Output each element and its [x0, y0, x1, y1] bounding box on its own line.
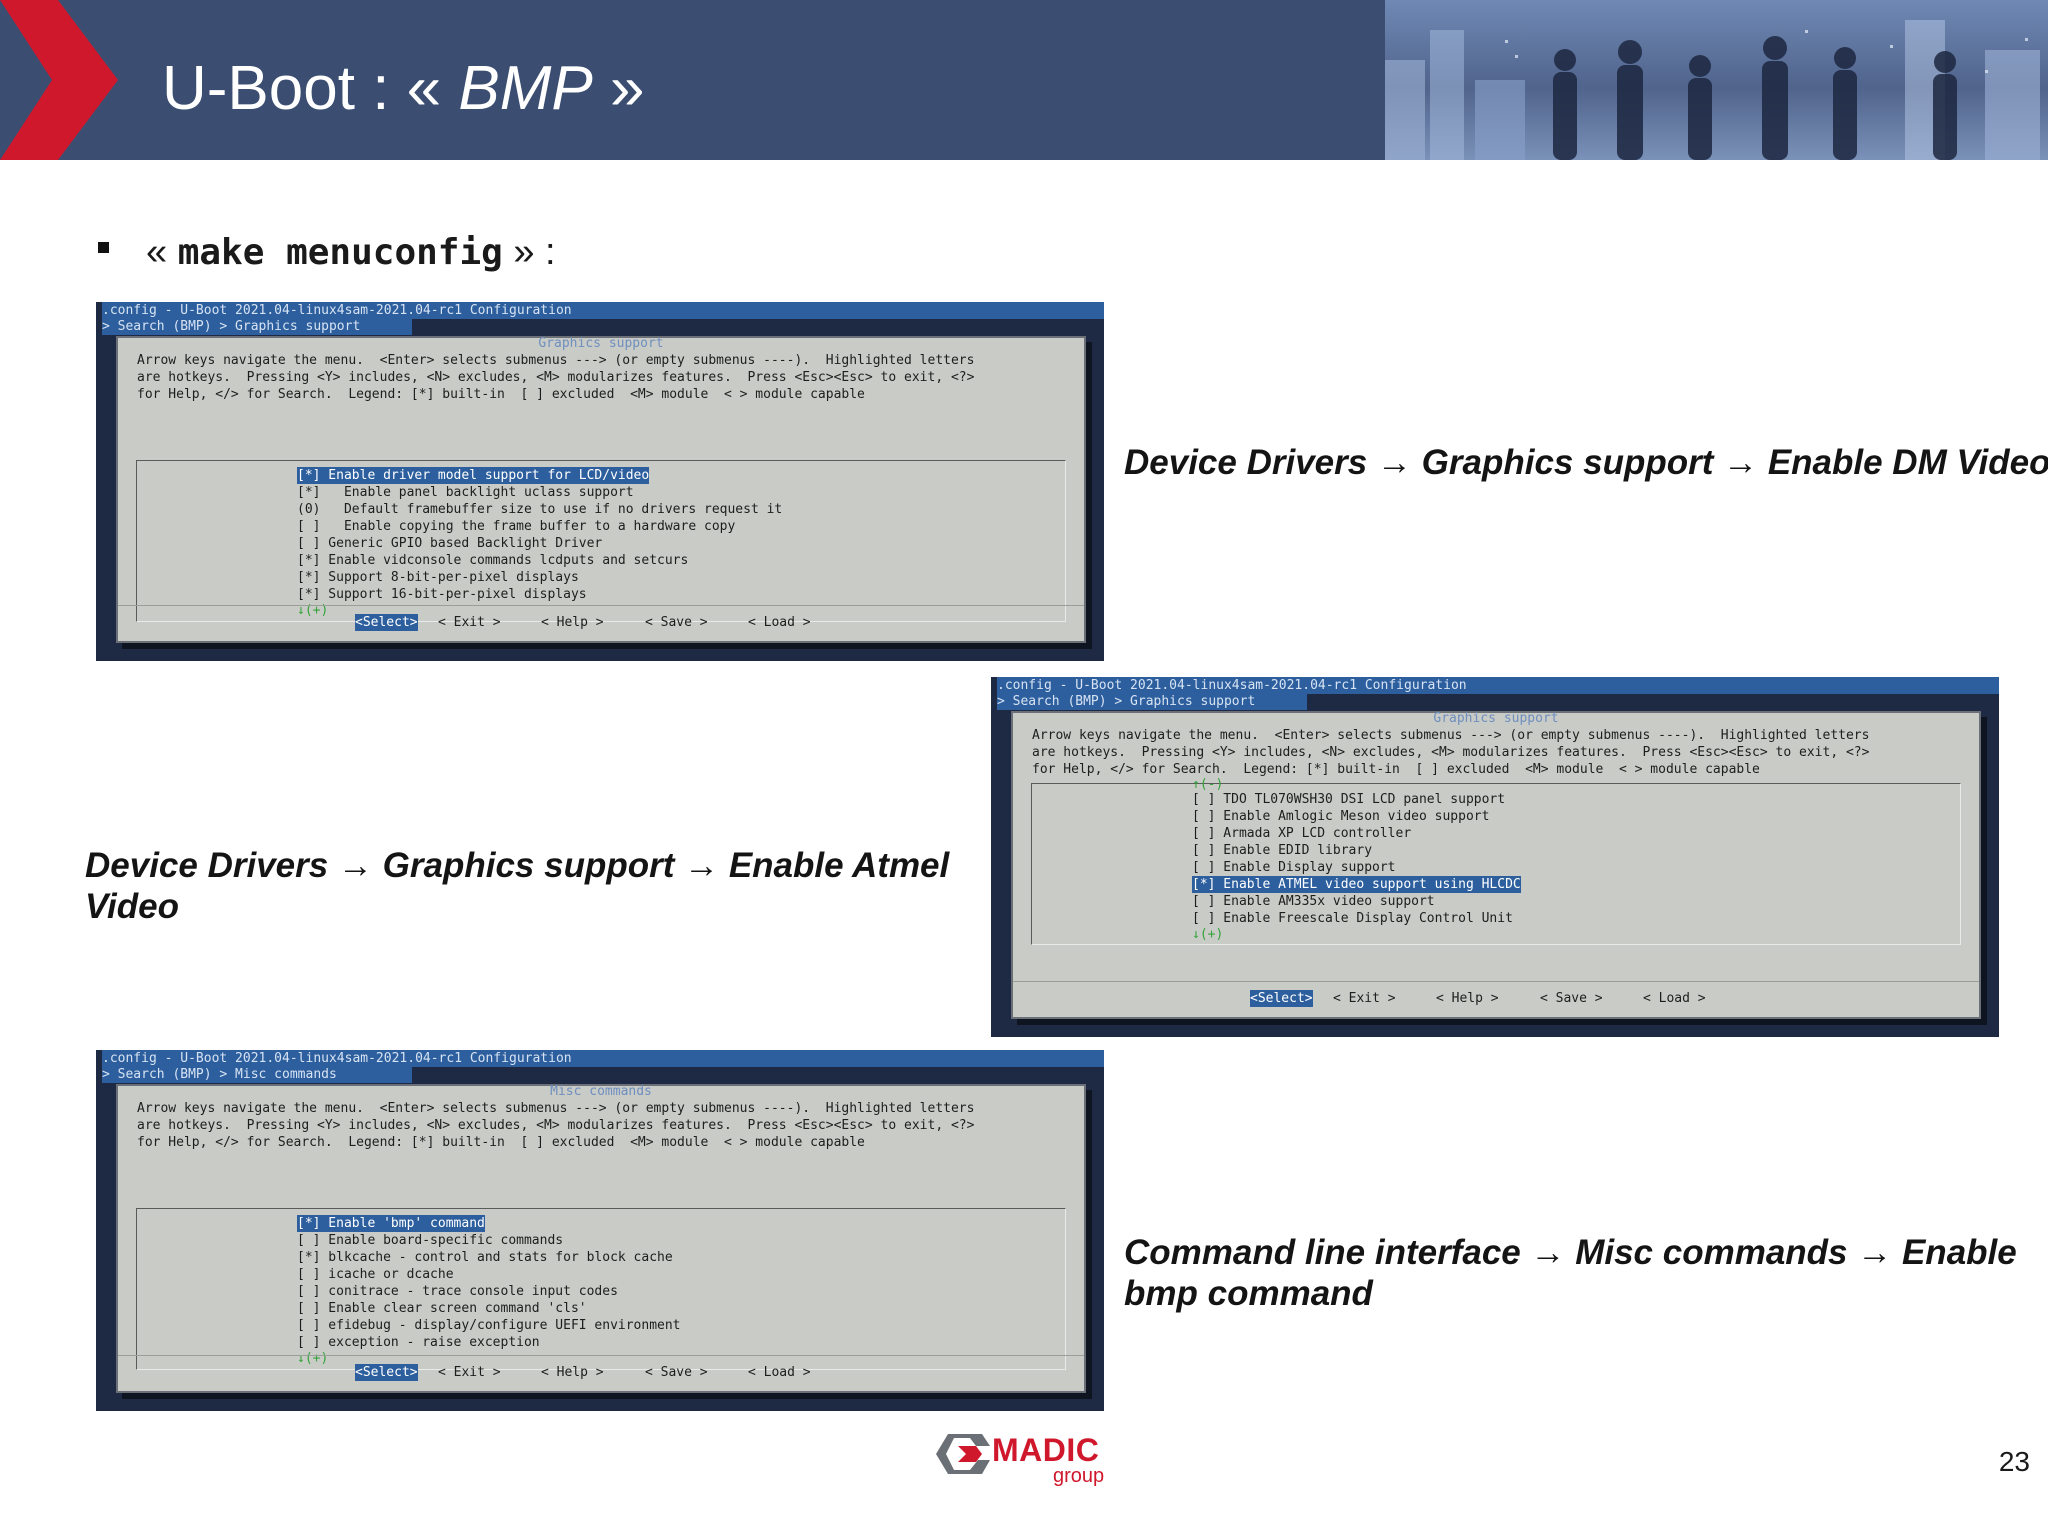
window-title: .config - U-Boot 2021.04-linux4sam-2021.…	[997, 677, 1999, 694]
menu-dialog: Misc commands Arrow keys navigate the me…	[116, 1084, 1086, 1393]
exit-button[interactable]: < Exit >	[438, 615, 501, 630]
save-button[interactable]: < Save >	[645, 615, 708, 630]
caption-enable-dm-video: Device Drivers → Graphics support → Enab…	[1124, 443, 2048, 482]
bullet-text: « make menuconfig » :	[146, 231, 556, 273]
exit-button[interactable]: < Exit >	[1333, 991, 1396, 1006]
caption-enable-bmp-command: Command line interface → Misc commands →…	[1124, 1233, 2017, 1313]
window-title: .config - U-Boot 2021.04-linux4sam-2021.…	[102, 1050, 1104, 1067]
menu-item[interactable]: [*] blkcache - control and stats for blo…	[297, 1250, 673, 1265]
menu-item[interactable]: [ ] Enable copying the frame buffer to a…	[297, 519, 736, 534]
menu-item[interactable]: [ ] Enable Amlogic Meson video support	[1192, 809, 1490, 824]
help-text: Arrow keys navigate the menu. <Enter> se…	[137, 353, 975, 402]
load-button[interactable]: < Load >	[1643, 991, 1706, 1006]
menu-item[interactable]: [ ] conitrace - trace console input code…	[297, 1284, 618, 1299]
menu-list: ↑(-) [ ] TDO TL070WSH30 DSI LCD panel su…	[1031, 778, 1961, 945]
caption-enable-atmel-video: Device Drivers → Graphics support → Enab…	[85, 846, 950, 926]
button-bar: <Select> < Exit > < Help > < Save > < Lo…	[118, 605, 1084, 631]
help-text: Arrow keys navigate the menu. <Enter> se…	[1032, 728, 1870, 777]
menu-item[interactable]: [ ] efidebug - display/configure UEFI en…	[297, 1318, 681, 1333]
dialog-title: Graphics support	[1433, 711, 1559, 726]
menu-dialog: Graphics support Arrow keys navigate the…	[116, 336, 1086, 643]
dialog-title: Misc commands	[550, 1084, 652, 1099]
menu-item[interactable]: [*] Enable panel backlight uclass suppor…	[297, 485, 634, 500]
menuconfig-screenshot-graphics-dm: .config - U-Boot 2021.04-linux4sam-2021.…	[96, 302, 1104, 661]
slide-header: U-Boot : « BMP »	[0, 0, 2048, 160]
menu-item[interactable]: [ ] Enable Display support	[1192, 860, 1396, 875]
menuconfig-screenshot-misc-commands: .config - U-Boot 2021.04-linux4sam-2021.…	[96, 1050, 1104, 1411]
menu-item[interactable]: [ ] Enable board-specific commands	[297, 1233, 564, 1248]
menu-item[interactable]: [ ] TDO TL070WSH30 DSI LCD panel support	[1192, 792, 1506, 807]
button-bar: <Select> < Exit > < Help > < Save > < Lo…	[118, 1355, 1084, 1381]
breadcrumb: > Search (BMP) > Graphics support	[997, 694, 1307, 710]
madic-logo-icon	[936, 1434, 990, 1474]
help-button[interactable]: < Help >	[541, 615, 604, 630]
button-bar: <Select> < Exit > < Help > < Save > < Lo…	[1013, 981, 1979, 1007]
menu-item[interactable]: [*] Support 8-bit-per-pixel displays	[297, 570, 579, 585]
menu-item[interactable]: [ ] icache or dcache	[297, 1267, 454, 1282]
menu-item[interactable]: [ ] exception - raise exception	[297, 1335, 540, 1350]
help-button[interactable]: < Help >	[1436, 991, 1499, 1006]
load-button[interactable]: < Load >	[748, 1365, 811, 1380]
window-title: .config - U-Boot 2021.04-linux4sam-2021.…	[102, 302, 1104, 319]
menu-item[interactable]: [ ] Enable AM335x video support	[1192, 894, 1435, 909]
menu-item[interactable]: [*] Enable 'bmp' command	[297, 1215, 485, 1232]
red-chevron-icon	[0, 0, 118, 160]
select-button[interactable]: <Select>	[1250, 990, 1313, 1007]
breadcrumb: > Search (BMP) > Graphics support	[102, 319, 412, 335]
menu-item[interactable]: [*] Enable driver model support for LCD/…	[297, 467, 650, 484]
menu-item[interactable]: [*] Support 16-bit-per-pixel displays	[297, 587, 587, 602]
menu-list: [*] Enable 'bmp' command [ ] Enable boar…	[136, 1208, 1066, 1370]
business-people-banner-image	[1385, 0, 2048, 160]
select-button[interactable]: <Select>	[355, 1364, 418, 1381]
help-text: Arrow keys navigate the menu. <Enter> se…	[137, 1101, 975, 1150]
scroll-down-indicator: ↓(+)	[297, 603, 329, 618]
logo-group: group	[1053, 1465, 1105, 1487]
menu-item[interactable]: (0) Default framebuffer size to use if n…	[297, 502, 783, 517]
menu-item[interactable]: [ ] Armada XP LCD controller	[1192, 826, 1412, 841]
page-number: 23	[1998, 1446, 2030, 1477]
menu-dialog: Graphics support Arrow keys navigate the…	[1011, 711, 1981, 1019]
menu-item[interactable]: [ ] Enable EDID library	[1192, 843, 1373, 858]
save-button[interactable]: < Save >	[1540, 991, 1603, 1006]
bullet-square-icon	[98, 242, 109, 253]
menu-list: [*] Enable driver model support for LCD/…	[136, 460, 1066, 622]
dialog-title: Graphics support	[538, 336, 664, 351]
menuconfig-screenshot-graphics-atmel: .config - U-Boot 2021.04-linux4sam-2021.…	[991, 677, 1999, 1037]
exit-button[interactable]: < Exit >	[438, 1365, 501, 1380]
menu-item[interactable]: [ ] Generic GPIO based Backlight Driver	[297, 536, 603, 551]
menu-item[interactable]: [*] Enable ATMEL video support using HLC…	[1192, 876, 1521, 893]
save-button[interactable]: < Save >	[645, 1365, 708, 1380]
scroll-down-indicator: ↓(+)	[1192, 927, 1224, 942]
breadcrumb: > Search (BMP) > Misc commands	[102, 1067, 412, 1083]
help-button[interactable]: < Help >	[541, 1365, 604, 1380]
slide-title: U-Boot : « BMP »	[162, 54, 645, 123]
select-button[interactable]: <Select>	[355, 614, 418, 631]
load-button[interactable]: < Load >	[748, 615, 811, 630]
scroll-up-indicator: ↑(-)	[1192, 777, 1224, 792]
menu-item[interactable]: [ ] Enable clear screen command 'cls'	[297, 1301, 587, 1316]
menu-item[interactable]: [ ] Enable Freescale Display Control Uni…	[1192, 911, 1513, 926]
logo-name: MADIC	[992, 1432, 1100, 1468]
menu-item[interactable]: [*] Enable vidconsole commands lcdputs a…	[297, 553, 689, 568]
